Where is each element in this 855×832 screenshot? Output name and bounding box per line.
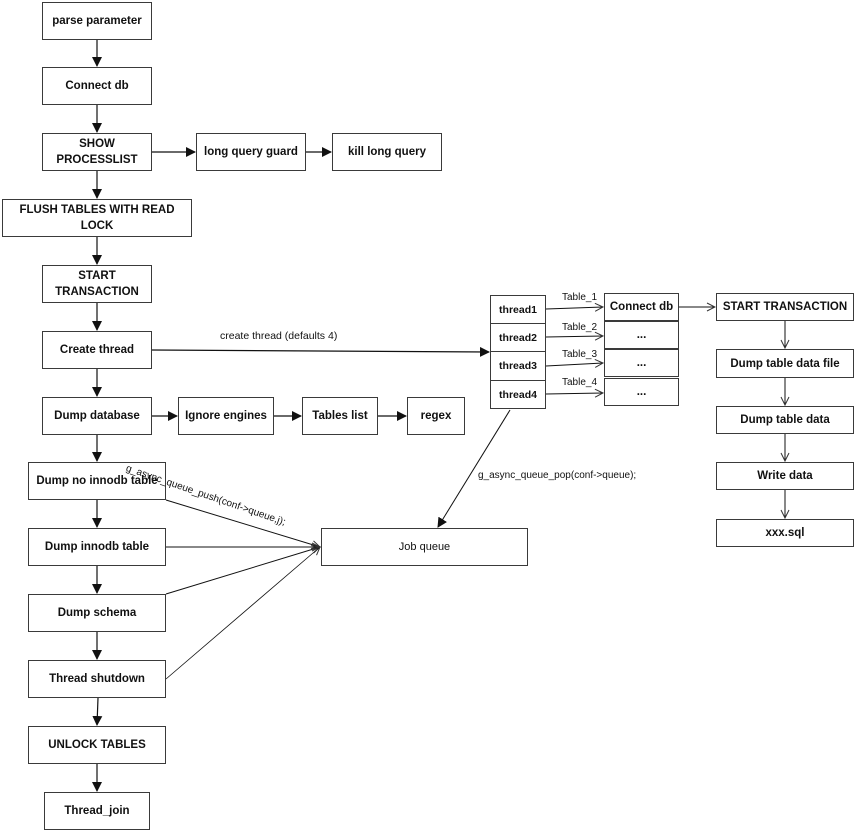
node-xxx-sql: xxx.sql: [716, 519, 854, 547]
node-job-queue: Job queue: [321, 528, 528, 566]
node-thread3: thread3: [490, 351, 546, 381]
node-thread3-target: ...: [604, 349, 679, 377]
edge-thread3: [545, 363, 603, 366]
node-thread4: thread4: [490, 380, 546, 409]
node-thread-connect-db: Connect db: [604, 293, 679, 321]
node-kill-long-query: kill long query: [332, 133, 442, 171]
edge-create-threads: [151, 346, 490, 357]
node-show-processlist: SHOW PROCESSLIST: [42, 133, 152, 171]
node-dump-innodb-table: Dump innodb table: [28, 528, 166, 566]
node-thread1: thread1: [490, 295, 546, 324]
label-table-1: Table_1: [562, 292, 598, 303]
node-dump-table-data: Dump table data: [716, 406, 854, 434]
label-create-thread: create thread (defaults 4): [220, 330, 338, 342]
label-queue-pop: g_async_queue_pop(conf->queue);: [478, 470, 637, 481]
node-thread2-target: ...: [604, 321, 679, 349]
edge-push-schema: [165, 547, 320, 595]
node-thread2: thread2: [490, 323, 546, 352]
node-regex: regex: [407, 397, 465, 435]
edge-thread1: [545, 307, 603, 309]
node-thread-join: Thread_join: [44, 792, 150, 830]
node-dump-no-innodb-table: Dump no innodb table: [28, 462, 166, 500]
node-ignore-engines: Ignore engines: [178, 397, 274, 435]
label-table-2: Table_2: [562, 322, 598, 333]
label-table-3: Table_3: [562, 349, 598, 360]
node-write-data: Write data: [716, 462, 854, 490]
node-create-thread: Create thread: [42, 331, 152, 369]
edge-thread2: [545, 336, 603, 337]
node-tables-list: Tables list: [302, 397, 378, 435]
node-flush-tables: FLUSH TABLES WITH READ LOCK: [2, 199, 192, 237]
edge-thread4: [545, 393, 603, 394]
label-table-4: Table_4: [562, 377, 598, 388]
edge-pop: [437, 409, 511, 528]
node-connect-db: Connect db: [42, 67, 152, 105]
edge-push-shutdown: [165, 547, 320, 680]
node-thread4-target: ...: [604, 378, 679, 406]
node-long-query-guard: long query guard: [196, 133, 306, 171]
node-dump-table-data-file: Dump table data file: [716, 349, 854, 378]
node-dump-schema: Dump schema: [28, 594, 166, 632]
edge-push-noinno: [165, 499, 320, 547]
node-unlock-tables: UNLOCK TABLES: [28, 726, 166, 764]
node-worker-start-transaction: START TRANSACTION: [716, 293, 854, 321]
node-dump-database: Dump database: [42, 397, 152, 435]
edge-shutdown-unlock: [92, 697, 103, 726]
node-parse-parameter: parse parameter: [42, 2, 152, 40]
node-start-transaction: START TRANSACTION: [42, 265, 152, 303]
node-thread-shutdown: Thread shutdown: [28, 660, 166, 698]
